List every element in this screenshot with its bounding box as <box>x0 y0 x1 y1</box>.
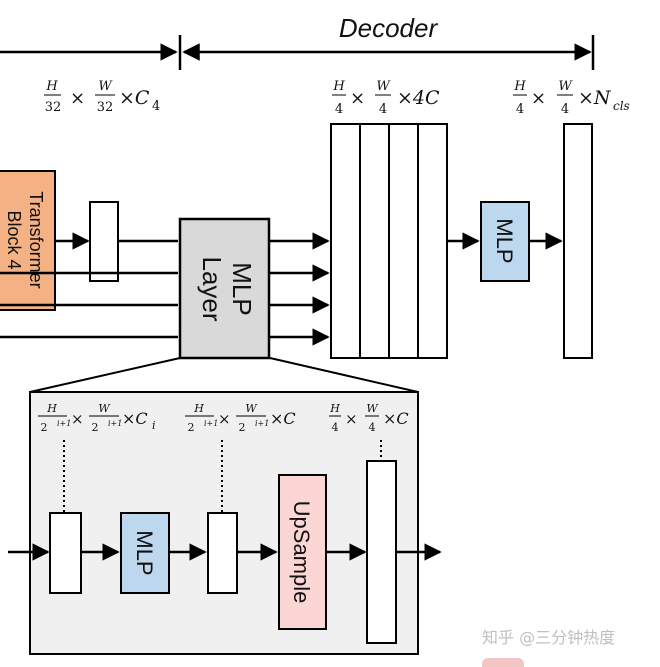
frac-num: H <box>332 79 345 94</box>
channel-label: ×C <box>270 409 296 428</box>
concat-feature-2 <box>359 123 390 359</box>
inset-shape-label-mid: H 2 i+1 × W 2 i+1 ×C <box>185 402 296 434</box>
frac-den: 4 <box>516 102 524 117</box>
frac-num: W <box>558 79 573 94</box>
channel-sub: 4 <box>152 99 160 114</box>
channel-label: ×4C <box>397 87 440 109</box>
frac-den: 4 <box>369 421 376 434</box>
decoder-mlp-block: MLP <box>480 201 530 282</box>
watermark-logo <box>482 658 524 667</box>
channel-label: ×C <box>122 409 148 428</box>
frac-exp: i+1 <box>204 419 218 428</box>
output-feature-box <box>563 123 593 359</box>
shape-label-encoder-output: H 32 × W 32 ×C 4 <box>44 79 160 115</box>
transformer-label-line1: Transformer <box>26 191 46 288</box>
frac-den: 32 <box>45 100 62 115</box>
decoder-mlp-label: MLP <box>492 218 517 263</box>
watermark-text: 知乎 @三分钟热度 <box>482 628 615 647</box>
zoom-line-right <box>269 357 419 393</box>
frac-num: W <box>98 79 113 94</box>
frac-num: H <box>329 402 340 415</box>
frac-num: H <box>45 79 58 94</box>
frac-den: 4 <box>561 102 569 117</box>
frac-den: 2 <box>92 421 99 434</box>
shape-label-concat: H 4 × W 4 ×4C <box>332 79 440 117</box>
inset-mlp-box <box>120 512 170 594</box>
concat-feature-stack <box>330 123 448 359</box>
times-sign: × <box>70 88 85 109</box>
channel-label: ×C <box>119 87 150 109</box>
mlp-layer-label-line2: Layer <box>197 256 227 321</box>
watermark: 知乎 @三分钟热度 <box>482 628 615 667</box>
frac-num: W <box>98 402 111 415</box>
channel-label: ×N <box>578 87 612 109</box>
frac-num: H <box>193 402 204 415</box>
decoder-label: Decoder <box>339 13 439 43</box>
times-sign: × <box>218 410 231 428</box>
times-sign: × <box>345 410 358 428</box>
mlp-layer-block: MLP Layer <box>178 217 271 360</box>
mlp-layer-box <box>178 217 271 360</box>
times-sign: × <box>350 88 365 109</box>
transformer-block-box <box>0 170 56 311</box>
mlp-layer-detail-inset: H 2 i+1 × W 2 i+1 ×C i H 2 i+1 × W 2 i+1… <box>8 391 442 655</box>
frac-exp: i+1 <box>108 419 122 428</box>
zoom-line-left <box>29 357 181 393</box>
inset-input-feature <box>49 512 82 594</box>
upsample-label: UpSample <box>289 501 314 604</box>
frac-den: 4 <box>332 421 339 434</box>
inset-shape-label-input: H 2 i+1 × W 2 i+1 ×C i <box>38 402 156 434</box>
inset-shape-label-output: H 4 × W 4 ×C <box>329 402 409 434</box>
upsample-box <box>278 474 327 630</box>
channel-sub: i <box>152 419 156 432</box>
mlp-layer-label-line1: MLP <box>227 262 257 315</box>
frac-den: 2 <box>188 421 195 434</box>
concat-feature-1 <box>330 123 361 359</box>
frac-num: W <box>245 402 258 415</box>
transformer-label-line2: Block 4 <box>4 210 24 269</box>
frac-num: W <box>376 79 391 94</box>
frac-den: 2 <box>41 421 48 434</box>
frac-exp: i+1 <box>255 419 269 428</box>
times-sign: × <box>71 410 84 428</box>
channel-label: ×C <box>383 409 409 428</box>
concat-feature-4 <box>417 123 448 359</box>
transformer-block-4: Transformer Block 4 <box>0 170 56 311</box>
frac-den: 32 <box>97 100 114 115</box>
encoder-feature-box <box>89 201 119 282</box>
decoder-span: Decoder <box>0 13 595 70</box>
frac-den: 4 <box>335 102 343 117</box>
frac-den: 2 <box>239 421 246 434</box>
channel-sub: cls <box>613 99 630 113</box>
frac-den: 4 <box>379 102 387 117</box>
times-sign: × <box>531 88 546 109</box>
inset-output-feature <box>366 460 397 644</box>
frac-exp: i+1 <box>57 419 71 428</box>
concat-feature-3 <box>388 123 419 359</box>
frac-num: W <box>366 402 379 415</box>
inset-mlp-label: MLP <box>132 530 157 575</box>
shape-label-output: H 4 × W 4 ×N cls <box>513 79 630 117</box>
frac-num: H <box>46 402 57 415</box>
frac-num: H <box>513 79 526 94</box>
inset-mid-feature <box>207 512 238 594</box>
